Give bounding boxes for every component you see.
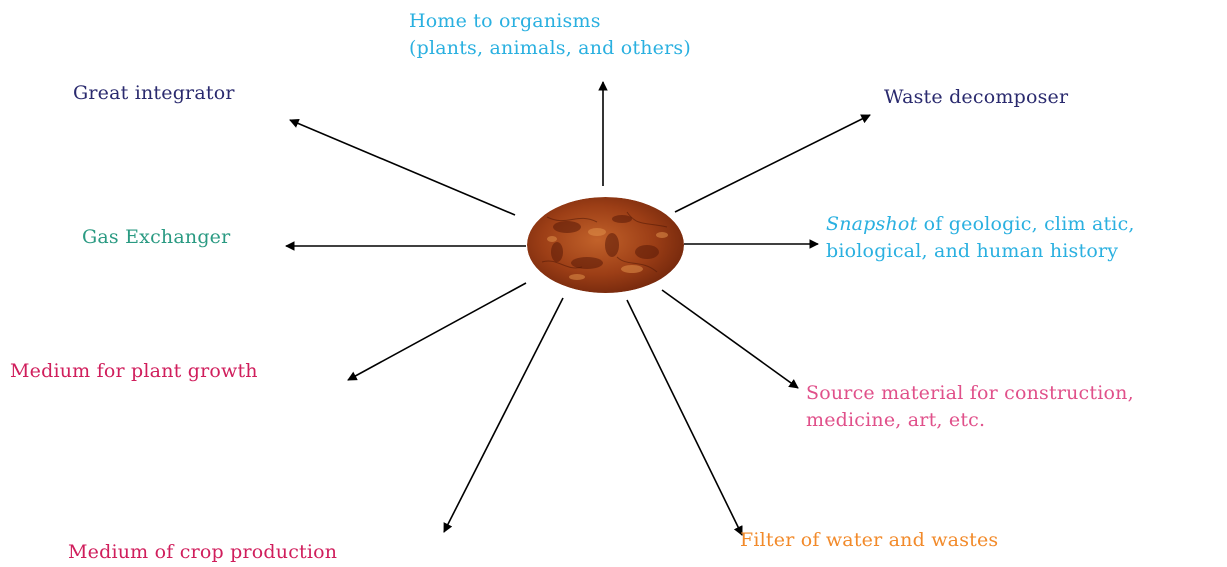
label-medium-plant-growth: Medium for plant growth — [10, 358, 258, 385]
label-filter-text: Filter of water and wastes — [740, 529, 998, 551]
label-snapshot-italic: Snapshot — [826, 213, 917, 235]
label-snapshot-line-2: biological, and human history — [826, 238, 1135, 265]
label-plant-growth-text: Medium for plant growth — [10, 360, 258, 382]
arrow-plant-growth — [348, 283, 526, 380]
label-great-integrator: Great integrator — [73, 80, 235, 107]
label-gas-text: Gas Exchanger — [82, 226, 230, 248]
label-home-to-organisms: Home to organisms (plants, animals, and … — [409, 8, 691, 62]
label-medium-crop-production: Medium of crop production — [68, 539, 337, 566]
soil-sample-icon — [527, 197, 684, 293]
arrow-waste — [675, 115, 870, 212]
label-crop-text: Medium of crop production — [68, 541, 337, 563]
label-source-line-2: medicine, art, etc. — [806, 407, 1134, 434]
label-home-line-1: Home to organisms — [409, 8, 691, 35]
label-waste-text: Waste decomposer — [884, 86, 1068, 108]
label-filter-water: Filter of water and wastes — [740, 527, 998, 554]
label-waste-decomposer: Waste decomposer — [884, 84, 1068, 111]
label-snapshot: Snapshot of geologic, clim atic, biologi… — [826, 211, 1135, 265]
arrow-integrator — [290, 120, 515, 215]
label-integrator-text: Great integrator — [73, 82, 235, 104]
label-gas-exchanger: Gas Exchanger — [82, 224, 230, 251]
label-snapshot-rest: of geologic, clim atic, — [924, 213, 1135, 235]
label-source-line-1: Source material for construction, — [806, 380, 1134, 407]
arrow-crop — [444, 298, 563, 532]
arrow-source — [662, 290, 798, 388]
label-home-line-2: (plants, animals, and others) — [409, 35, 691, 62]
label-source-material: Source material for construction, medici… — [806, 380, 1134, 434]
